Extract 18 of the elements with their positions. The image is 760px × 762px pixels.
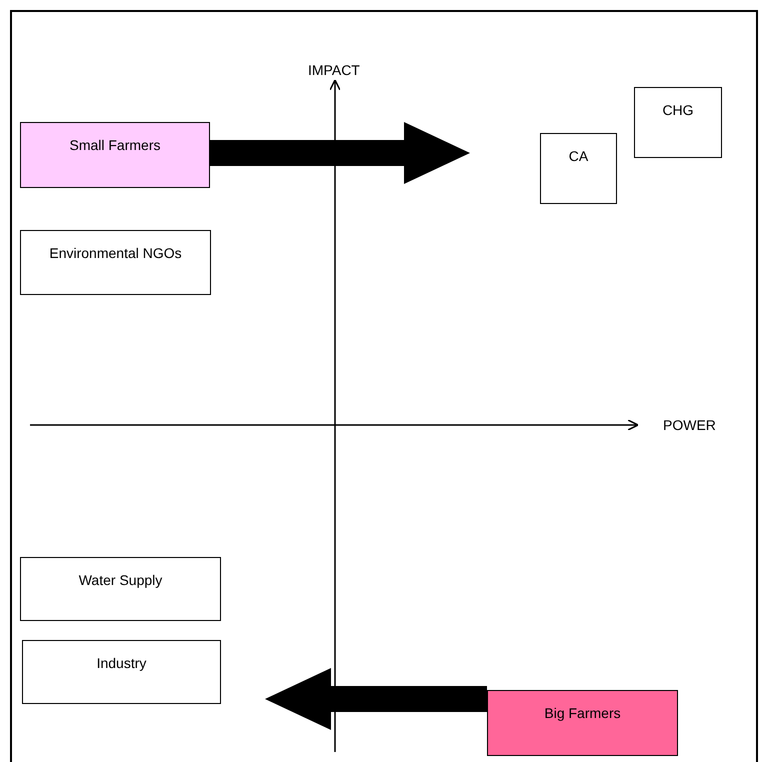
block-arrow xyxy=(210,122,470,184)
axis-label: IMPACT xyxy=(308,62,360,78)
stakeholder-box xyxy=(20,557,221,621)
node-label: Environmental NGOs xyxy=(48,245,183,262)
node-label: Small Farmers xyxy=(68,137,162,154)
node-label: Big Farmers xyxy=(543,705,622,722)
node-label: Water Supply xyxy=(78,572,164,589)
node-label: CHG xyxy=(661,102,695,119)
axis-label: POWER xyxy=(663,417,716,433)
stakeholder-box xyxy=(22,640,221,704)
stakeholder-box xyxy=(634,87,722,158)
stakeholder-box xyxy=(540,133,617,204)
stakeholder-box xyxy=(20,122,210,188)
stakeholder-box xyxy=(487,690,678,756)
block-arrow xyxy=(265,668,487,730)
node-label: CA xyxy=(568,148,590,165)
stakeholder-box xyxy=(20,230,211,295)
node-label: Industry xyxy=(96,655,148,672)
